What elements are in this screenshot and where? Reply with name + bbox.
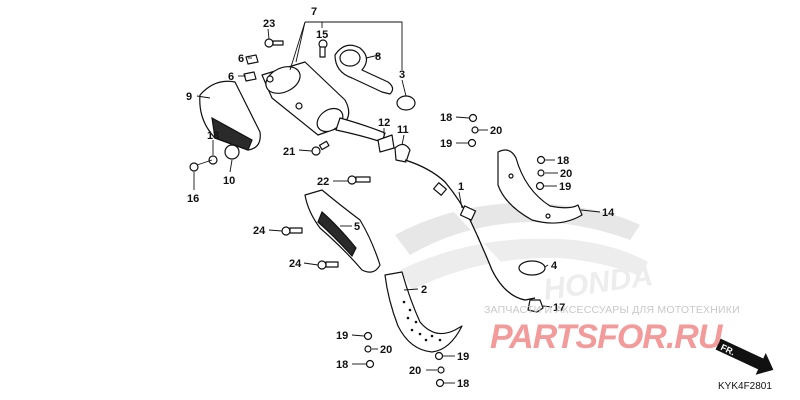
- bolt-24b-part: [317, 260, 339, 270]
- rubber-mount-part: [224, 144, 240, 160]
- callout-9: 9: [186, 91, 192, 103]
- diagram-code: KYK4F2801: [718, 381, 772, 392]
- callout-4: 4: [551, 260, 558, 272]
- callout-18d: 18: [457, 378, 469, 390]
- washer-part: [208, 155, 218, 165]
- exhaust-gasket-part: [518, 260, 546, 276]
- nut-17-part: [527, 299, 544, 313]
- callout-labels: 7 23 15 6 6 8 3 9 13 10 16 12 11 21 22 1…: [186, 6, 615, 390]
- callout-20b: 20: [560, 168, 572, 180]
- callout-3: 3: [399, 69, 405, 81]
- callout-7: 7: [311, 6, 317, 18]
- end-cap-shade: [211, 116, 253, 151]
- bolt-23-part: [264, 38, 284, 48]
- callout-11: 11: [397, 124, 409, 136]
- watermark-logo: PARTSFOR.RU: [490, 318, 722, 356]
- callout-18a: 18: [440, 112, 452, 124]
- callout-18c: 18: [336, 359, 348, 371]
- callout-12: 12: [378, 117, 390, 129]
- callout-14: 14: [602, 207, 615, 219]
- honda-brand-text: HONDA: [541, 259, 655, 307]
- muffler-assembly-part: [261, 61, 386, 143]
- hardware-upper-right: [467, 113, 546, 191]
- callout-6a: 6: [238, 53, 244, 65]
- joint-pipe-part: [377, 134, 395, 153]
- callout-20a: 20: [490, 125, 502, 137]
- bolt-24a-part: [281, 226, 303, 236]
- callout-18b: 18: [557, 155, 569, 167]
- callout-5: 5: [354, 221, 360, 233]
- callout-8: 8: [375, 51, 381, 63]
- callout-22: 22: [317, 176, 329, 188]
- hardware-lower: [363, 331, 445, 388]
- callout-1: 1: [458, 181, 464, 193]
- callout-19a: 19: [440, 138, 452, 150]
- callout-23: 23: [263, 18, 275, 30]
- bolt-21-part: [311, 140, 330, 156]
- callout-6b: 6: [228, 71, 234, 83]
- clamp-part: [394, 143, 411, 163]
- gasket-ring-part: [396, 95, 416, 111]
- callout-16: 16: [187, 193, 199, 205]
- callout-15: 15: [316, 29, 328, 41]
- callout-10: 10: [223, 175, 235, 187]
- heat-guard-part: [497, 149, 583, 224]
- bolt-16-part: [189, 159, 213, 172]
- lower-guard-part: [384, 271, 463, 353]
- callout-17: 17: [553, 302, 565, 314]
- callout-13: 13: [207, 130, 219, 142]
- bolt-15-part: [318, 39, 328, 58]
- spark-arrester-part: [334, 44, 394, 95]
- callout-19b: 19: [559, 181, 571, 193]
- washer-6a-part: [245, 54, 259, 65]
- callout-24a: 24: [253, 225, 266, 237]
- callout-19d: 19: [457, 351, 469, 363]
- callout-2: 2: [421, 284, 427, 296]
- callout-19c: 19: [336, 330, 348, 342]
- front-direction-arrow: FR.: [715, 338, 774, 375]
- callout-21: 21: [283, 146, 295, 158]
- callout-24b: 24: [289, 258, 302, 270]
- bolt-22-part: [347, 175, 371, 185]
- callout-20c: 20: [380, 344, 392, 356]
- side-cover-shade: [317, 210, 357, 258]
- watermark-tagline: ЗАПЧАСТИ И АКСЕССУАРЫ ДЛЯ МОТОТЕХНИКИ: [484, 304, 740, 316]
- lower-guard-holes: [402, 300, 442, 342]
- callout-20d: 20: [409, 365, 421, 377]
- washer-6b-part: [243, 71, 257, 82]
- side-cover-part: [304, 189, 381, 273]
- leader-lines: [193, 21, 601, 384]
